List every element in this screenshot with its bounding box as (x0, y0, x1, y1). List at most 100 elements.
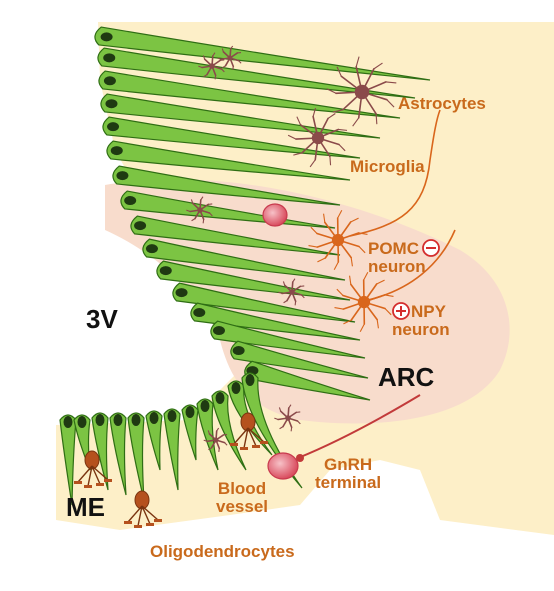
cell-branch (191, 218, 196, 222)
cell-branch (290, 427, 293, 432)
oligo-process (91, 465, 101, 485)
cell-body (209, 63, 215, 69)
cell-branch (301, 294, 305, 299)
cell-branch (332, 109, 344, 113)
cell-branch (326, 88, 337, 94)
microglia-cell-small (198, 52, 225, 80)
cell-body (227, 55, 233, 61)
cell-branch (376, 279, 385, 285)
label-npy-neuron: NPY neuron (392, 303, 450, 339)
cell-branch (222, 65, 226, 69)
pomc-fiber (349, 109, 441, 237)
me-tanycyte-nucleus (95, 414, 105, 426)
cell-branch (343, 319, 352, 325)
cell-branch (317, 257, 326, 263)
tanycyte-nucleus (193, 308, 206, 318)
tanycyte-nucleus (116, 171, 129, 181)
cell-branch (358, 232, 368, 235)
tanycyte-nucleus (124, 196, 137, 206)
microglia-cell-small (217, 45, 242, 71)
oligo-sheath (240, 447, 248, 450)
cell-body (289, 289, 295, 295)
tanycyte-nucleus (107, 122, 120, 132)
cell-branch (336, 66, 342, 77)
tanycyte-nucleus (134, 221, 147, 231)
tanycyte-nucleus (103, 53, 116, 63)
cell-branch (329, 156, 332, 166)
cell-branch (385, 81, 397, 84)
tanycyte (102, 116, 361, 159)
cell-branch (224, 442, 228, 446)
cell-branch (386, 99, 395, 108)
me-tanycyte (91, 412, 109, 491)
label-oligodendrocytes: Oligodendrocytes (150, 542, 295, 561)
gnrh-fiber (297, 394, 421, 459)
oligo-process (141, 505, 159, 521)
tanycyte (142, 238, 346, 281)
me-tanycyte-nucleus (113, 414, 123, 426)
microglia-cell (287, 107, 348, 168)
label-pomc-line2: neuron (368, 256, 426, 276)
tanycyte (190, 302, 361, 341)
minus-circle-icon (422, 239, 440, 257)
oligo-sheath (230, 443, 238, 446)
cell-branch (327, 113, 336, 119)
tanycytes-layer (94, 26, 431, 401)
cell-body (197, 207, 203, 213)
tanycyte (98, 70, 401, 119)
tanycyte-nucleus (212, 326, 225, 336)
blood-vessel-upper (262, 203, 288, 227)
glia-layer (74, 45, 397, 528)
cell-branch (310, 226, 318, 234)
cell-branch (355, 56, 360, 67)
me-tanycyte (163, 408, 181, 491)
tanycyte (100, 93, 381, 139)
cell-branch (337, 209, 343, 219)
cell-branch (288, 404, 292, 409)
tanycyte (97, 47, 416, 99)
me-tanycyte (211, 390, 247, 471)
cell-branch (297, 420, 301, 425)
tanycyte (210, 320, 366, 359)
gnrh-terminal-dot (296, 454, 304, 462)
pomc-neuron-cell (308, 209, 368, 271)
oligo-process (243, 427, 249, 449)
cell-branch (296, 116, 301, 125)
label-npy-line1: NPY (411, 302, 446, 321)
cell-branch (309, 159, 316, 168)
astrocyte-cell (326, 56, 397, 127)
label-third-ventricle: 3V (86, 304, 118, 334)
cell-branch (336, 288, 344, 296)
cell-branch (350, 257, 353, 267)
ventricle-lining-layer (59, 372, 303, 506)
cell-branch (338, 128, 348, 131)
label-microglia: Microglia (350, 157, 425, 176)
label-gnrh-terminal: GnRH terminal (315, 456, 381, 492)
oligo-sheath (74, 481, 82, 484)
cell-branch (349, 275, 352, 285)
cell-branch (203, 439, 208, 442)
cell-branch (202, 219, 205, 224)
oligo-process (77, 465, 93, 483)
cell-body (331, 233, 345, 247)
tanycyte-nucleus (145, 244, 158, 254)
cell-branch (373, 62, 383, 70)
cell-branch (230, 45, 234, 50)
oligo-sheath (154, 519, 162, 522)
oligo-sheath (124, 521, 132, 524)
tanycyte (244, 360, 371, 401)
me-tanycyte (127, 412, 145, 501)
tanycyte-nucleus (100, 32, 113, 42)
blood-vessel (267, 452, 299, 480)
cell-branch (287, 134, 297, 140)
cell-branch (359, 323, 365, 333)
cell-branch (279, 426, 284, 430)
me-tanycyte-nucleus (231, 382, 241, 394)
npy-neuron-cell (334, 271, 394, 333)
microglia-cell-small (186, 196, 213, 224)
oligo-sheath (96, 483, 104, 486)
me-tanycyte-nucleus (185, 406, 195, 418)
label-pomc-neuron: POMC neuron (368, 240, 426, 276)
cell-branch (200, 196, 204, 201)
oligo-sheath (252, 445, 260, 448)
